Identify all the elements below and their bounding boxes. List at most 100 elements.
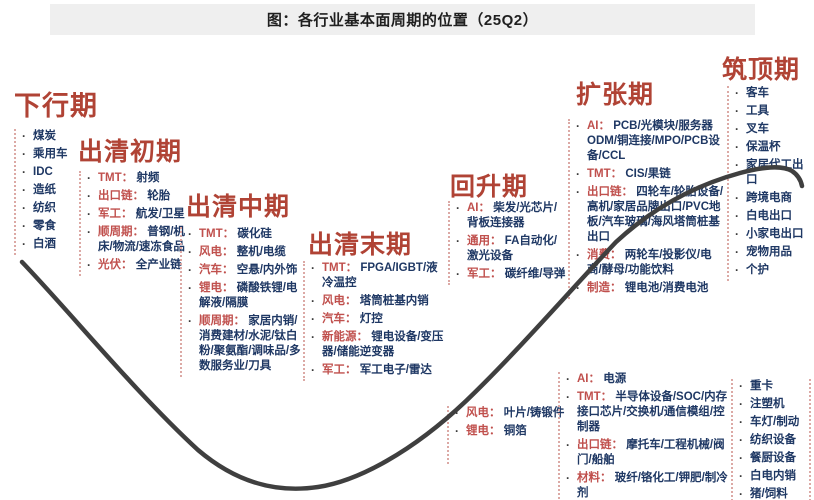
bullet-icon: ·: [576, 167, 580, 181]
entry-value: 叉车: [746, 123, 769, 135]
entry-value: 航发/卫星: [135, 208, 185, 220]
entry-category-label: 出口链：: [587, 186, 637, 198]
entry-text: 煤炭: [33, 129, 78, 144]
entry-value: 锂电池/消费电池: [624, 282, 709, 294]
bullet-icon: ·: [739, 469, 743, 483]
bullet-icon: ·: [311, 330, 315, 344]
entry-text: 白电内销: [750, 469, 805, 484]
entry-value: 车灯/制动: [750, 416, 800, 428]
entry-text: 餐厨设备: [750, 451, 805, 466]
industry-entry: ·纺织: [22, 201, 78, 216]
entry-value: PCB/光模块/服务器ODM/铜连接/MPO/PCB设备/CCL: [587, 120, 720, 162]
bullet-icon: ·: [22, 147, 26, 161]
entry-value: 个护: [746, 264, 769, 276]
industry-entry: · 注塑机: [739, 397, 805, 412]
industry-entry: ·家居代工出口: [735, 158, 811, 188]
entry-text: 乘用车: [33, 147, 78, 162]
entry-value: CIS/果链: [625, 168, 671, 180]
industry-entry: ·IDC: [22, 165, 78, 180]
bullet-icon: ·: [735, 86, 739, 100]
entry-text: 白酒: [33, 237, 78, 252]
entry-value: 射频: [136, 172, 160, 184]
bullet-icon: ·: [311, 363, 315, 377]
industry-entry: ·TMT： CIS/果链: [576, 167, 726, 182]
entry-text: 叉车: [746, 122, 811, 137]
industry-entry: ·军工： 碳纤维/导弹: [456, 267, 566, 282]
entry-value: 注塑机: [750, 398, 785, 410]
entry-value: 零食: [33, 220, 56, 232]
industry-entry: · 重卡: [739, 379, 805, 394]
entry-text: 小家电出口: [746, 227, 811, 242]
entry-text: 家居代工出口: [746, 158, 811, 188]
entry-value: 家居代工出口: [746, 159, 804, 186]
entry-category-label: AI：: [587, 120, 614, 132]
phase-title-recovery: 回升期: [450, 173, 529, 201]
bullet-icon: ·: [739, 451, 743, 465]
entry-text: 新能源： 锂电设备/变压器/储能逆变器: [322, 330, 449, 360]
bullet-icon: ·: [188, 314, 192, 328]
entry-value: 白酒: [33, 238, 56, 250]
bullet-icon: ·: [22, 237, 26, 251]
industry-entry: ·锂电： 磷酸铁锂/电解液/隔膜: [188, 281, 306, 311]
industry-entry: · 客车: [735, 86, 811, 101]
entry-category-label: 风电：: [199, 246, 237, 258]
entry-category-label: 风电：: [322, 295, 360, 307]
entry-value: IDC: [33, 166, 53, 178]
entry-category-label: 军工：: [322, 364, 360, 376]
entry-category-label: 光伏：: [98, 259, 136, 271]
bullet-icon: ·: [87, 189, 91, 203]
entry-value: 整机/电缆: [236, 246, 286, 258]
entry-value: 军工电子/雷达: [359, 364, 432, 376]
industry-entry: ·保温杯: [735, 140, 811, 155]
diagram-title-bar: 图：各行业基本面周期的位置（25Q2）: [50, 4, 755, 35]
entry-category-label: 通用：: [467, 235, 505, 247]
entry-text: TMT： 射频: [98, 171, 195, 186]
entry-text: TMT： FPGA/IGBT/液冷温控: [322, 261, 449, 291]
industry-entry: ·通用： FA自动化/激光设备: [456, 234, 566, 264]
bullet-icon: ·: [87, 207, 91, 221]
industry-list-clearing-late: ·TMT： FPGA/IGBT/液冷温控·风电： 塔筒桩基内销·汽车： 灯控·新…: [303, 261, 449, 381]
bullet-icon: ·: [87, 258, 91, 272]
industry-entry: ·材料： 玻纤/铬化工/钾肥/制冷剂: [566, 471, 734, 500]
bullet-icon: ·: [566, 438, 570, 452]
industry-list-expansion: · AI： PCB/光模块/服务器ODM/铜连接/MPO/PCB设备/CCL ·TM…: [568, 119, 726, 299]
entry-category-label: TMT：: [98, 172, 137, 184]
entry-text: AI： 柴发/光芯片/背板连接器: [467, 201, 566, 231]
bullet-icon: ·: [739, 397, 743, 411]
bullet-icon: ·: [455, 406, 459, 420]
industry-entry: ·叉车: [735, 122, 811, 137]
bullet-icon: ·: [576, 185, 580, 199]
entry-value: 纺织设备: [750, 434, 796, 446]
bullet-icon: ·: [188, 227, 192, 241]
entry-value: 客车: [746, 87, 769, 99]
entry-value: 叶片/铸锻件: [503, 407, 565, 419]
entry-category-label: TMT：: [199, 228, 238, 240]
entry-category-label: AI：: [467, 202, 494, 214]
industry-entry: ·汽车： 空悬/内外饰: [188, 263, 306, 278]
bullet-icon: ·: [739, 379, 743, 393]
entry-category-label: TMT：: [577, 391, 616, 403]
bullet-icon: ·: [22, 129, 26, 143]
entry-text: 零食: [33, 219, 78, 234]
bullet-icon: ·: [22, 201, 26, 215]
entry-category-label: 制造：: [587, 282, 625, 294]
entry-text: IDC: [33, 165, 78, 180]
entry-text: 汽车： 灯控: [322, 312, 449, 327]
entry-value: 工具: [746, 105, 769, 117]
entry-text: 猪/饲料: [750, 487, 805, 500]
industry-entry: ·消费： 两轮车/投影仪/电商/酵母/功能饮料: [576, 248, 726, 278]
industry-entry: ·造纸: [22, 183, 78, 198]
entry-value: 全产业链: [135, 259, 182, 271]
entry-value: 煤炭: [33, 130, 56, 142]
industry-list-topping: ·客车·工具·叉车·保温杯·家居代工出口·跨境电商·白电出口·小家电出口·宠物用…: [727, 86, 811, 281]
bullet-icon: ·: [456, 234, 460, 248]
industry-entry: · 光伏： 全产业链: [87, 258, 195, 273]
entry-text: 跨境电商: [746, 191, 811, 206]
entry-text: TMT： 半导体设备/SOC/内存接口芯片/交换机/通信模组/控制器: [577, 390, 734, 435]
entry-text: 客车: [746, 86, 811, 101]
industry-entry: · 白电内销: [739, 469, 805, 484]
industry-list-clearing-early: ·TMT： 射频·出口链： 轮胎·军工： 航发/卫星·顺周期： 普钢/机床/物流…: [79, 171, 195, 276]
bullet-icon: ·: [739, 415, 743, 429]
entry-text: 重卡: [750, 379, 805, 394]
